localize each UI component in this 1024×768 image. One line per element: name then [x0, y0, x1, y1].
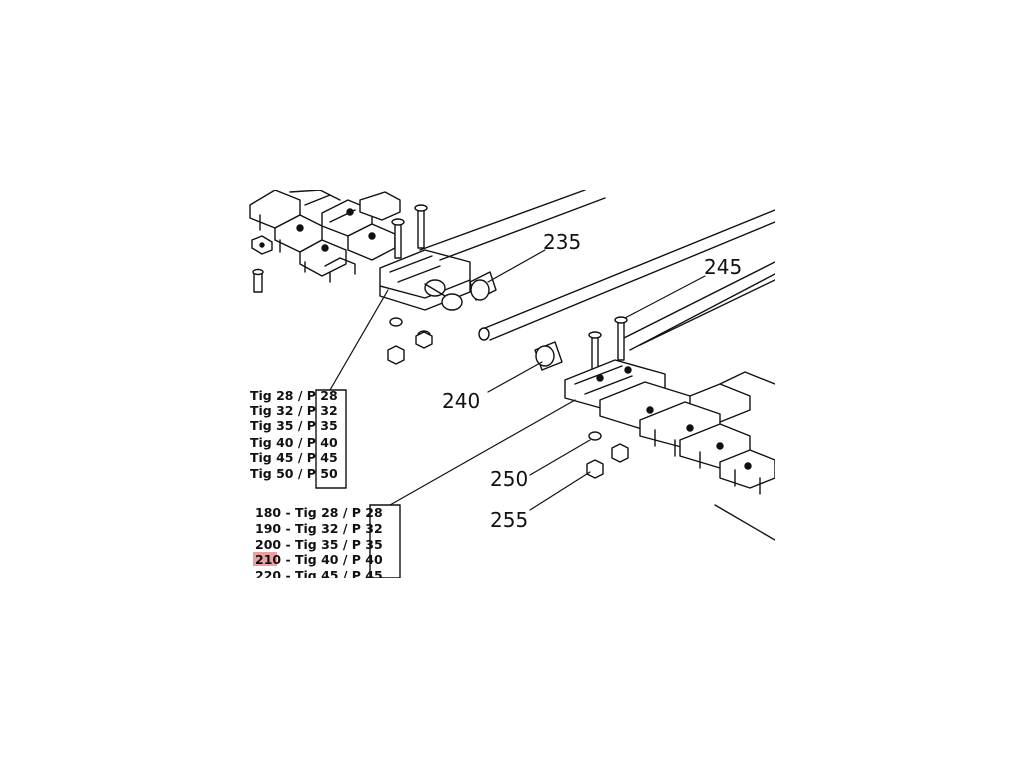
callout-250: 250	[490, 467, 528, 491]
callout-245: 245	[704, 255, 742, 279]
table-left-row: Tig 45 / P 45	[250, 450, 338, 465]
table-right-row: 180 - Tig 28 / P 28	[255, 505, 383, 520]
upper-chain-links	[249, 190, 401, 283]
callout-235: 235	[543, 230, 581, 254]
table-brackets	[315, 389, 401, 578]
table-left-row: Tig 32 / P 32	[250, 403, 338, 418]
item-210-highlight	[253, 552, 277, 566]
table-left-row: Tig 28 / P 28	[250, 388, 338, 403]
table-right-row: 220 - Tig 45 / P 45	[255, 568, 383, 583]
callout-240: 240	[442, 389, 480, 413]
left-small-parts	[251, 235, 273, 293]
table-left: Tig 28 / P 28 Tig 32 / P 32 Tig 35 / P 3…	[250, 388, 338, 481]
callout-numbers: 235 245 240 250 255	[442, 230, 742, 532]
table-left-row: Tig 50 / P 50	[250, 466, 338, 481]
clipped-row: 220 - Tig 45 / P 45	[255, 568, 383, 583]
lower-chain-links	[599, 371, 775, 541]
callout-255: 255	[490, 508, 528, 532]
table-right-row: 200 - Tig 35 / P 35	[255, 537, 383, 552]
table-right-row: 210 - Tig 40 / P 40	[255, 552, 383, 567]
table-right-row: 190 - Tig 32 / P 32	[255, 521, 383, 536]
long-rods	[419, 190, 775, 351]
table-right: 180 - Tig 28 / P 28 190 - Tig 32 / P 32 …	[253, 505, 383, 583]
table-left-row: Tig 40 / P 40	[250, 435, 338, 450]
upper-connector-link	[379, 204, 497, 365]
table-left-row: Tig 35 / P 35	[250, 418, 338, 433]
leader-lines	[329, 249, 706, 511]
